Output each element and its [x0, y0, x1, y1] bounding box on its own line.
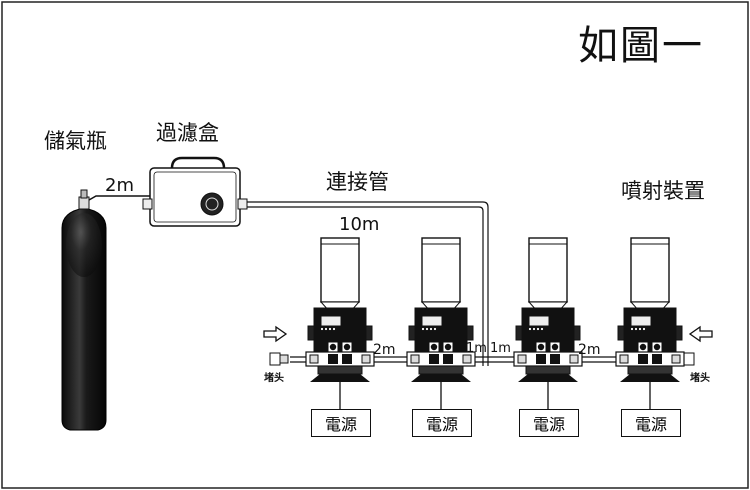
distance-cylinder-filter: 2m [105, 175, 134, 196]
inlet-arrow-right-icon [688, 325, 713, 343]
label-spray-device: 噴射裝置 [621, 179, 705, 203]
power-supply-2: 電源 [412, 409, 472, 437]
power-supply-3: 電源 [519, 409, 579, 437]
power-supply-4: 電源 [621, 409, 681, 437]
distance-unit3-unit4: 2m [578, 342, 601, 358]
hose-cylinder-filter [88, 195, 150, 201]
spray-unit-3 [513, 237, 583, 382]
distance-main-pipe: 10m [339, 214, 380, 235]
inlet-arrow-left-icon [263, 325, 288, 343]
spray-units [305, 237, 685, 382]
gas-cylinder [61, 189, 107, 431]
power-supply-1: 電源 [311, 409, 371, 437]
label-gas-cylinder: 儲氣瓶 [44, 129, 107, 153]
distance-unit2-header: 1m [466, 341, 487, 356]
power-leads [339, 380, 651, 410]
page-title: 如圖一 [578, 23, 704, 69]
plug-left-shape [269, 352, 289, 366]
label-plug-right: 堵头 [690, 373, 710, 384]
distance-header-unit3: 1m [490, 341, 511, 356]
distance-unit1-unit2: 2m [373, 342, 396, 358]
filter-box [142, 156, 248, 227]
spray-unit-4 [615, 237, 685, 382]
main-pipe [247, 201, 489, 366]
label-plug-left: 堵头 [264, 373, 284, 384]
label-connecting-pipe: 連接管 [326, 170, 389, 194]
spray-unit-1 [305, 237, 375, 382]
spray-unit-2 [406, 237, 476, 382]
label-filter-box: 過濾盒 [156, 121, 219, 145]
